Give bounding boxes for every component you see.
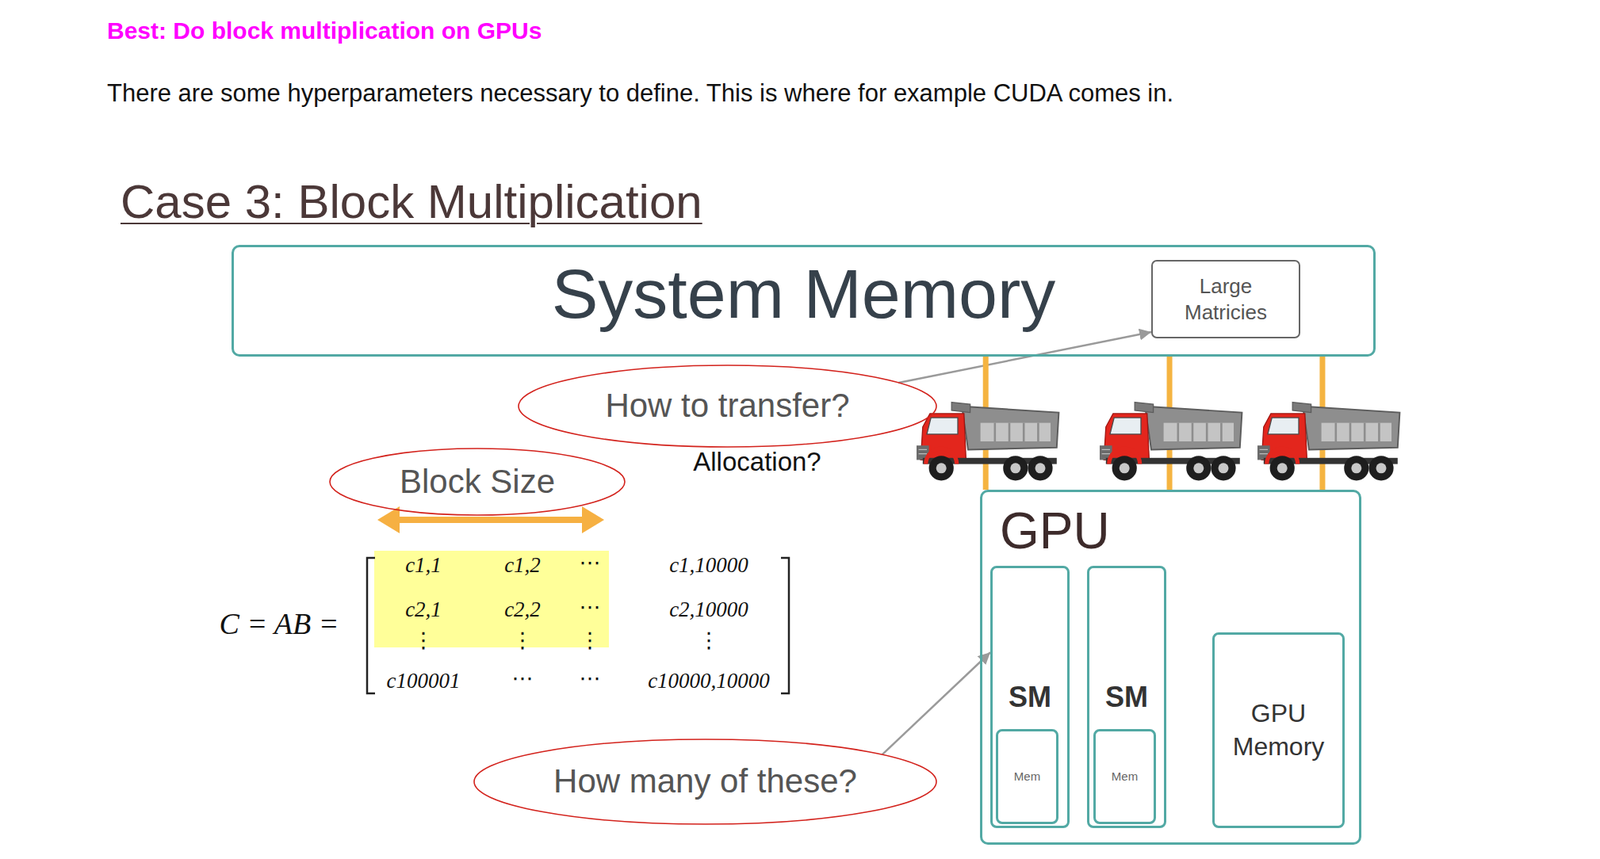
box-title: System Memory	[551, 253, 1057, 334]
matrix-entry: c2,10000	[669, 597, 749, 623]
ellipsis-dots: ⋮	[512, 627, 534, 653]
matrix-entry: c2,1	[405, 597, 442, 623]
box-label: GPU Memory	[1222, 697, 1335, 764]
page-heading: Best: Do block multiplication on GPUs	[107, 17, 542, 46]
question-ellipse: How to transfer?	[518, 365, 937, 448]
equation-text: C = AB =	[219, 607, 340, 643]
box-label: SM	[1008, 681, 1052, 714]
ellipsis-dots: ⋯	[579, 550, 601, 575]
truck-instance	[916, 402, 1059, 482]
gpu-box: GPU SM Mem SM Mem GPU Memory	[979, 489, 1362, 846]
block-size-arrow	[394, 516, 587, 524]
ellipsis-dots: ⋮	[413, 627, 435, 653]
intro-text: There are some hyperparameters necessary…	[107, 79, 1174, 108]
matrix-entry: c2,2	[504, 597, 541, 623]
pointer-arrow	[898, 332, 1152, 383]
box-label: Large Matricies	[1163, 273, 1288, 326]
box-label: SM	[1105, 681, 1149, 714]
ellipsis-dots: ⋮	[579, 627, 601, 653]
mem-box: Mem	[995, 729, 1059, 825]
question-ellipse: Block Size	[329, 448, 625, 516]
ellipse-line	[474, 739, 937, 825]
diagram-title: Case 3: Block Multiplication	[120, 174, 703, 230]
block-size-arrowhead	[581, 506, 605, 534]
question-text: How to transfer?	[604, 386, 850, 425]
ellipsis-dots: ⋯	[579, 666, 601, 691]
matrix-entry: c1,2	[504, 553, 541, 578]
connector-group	[882, 332, 1323, 755]
note-text: Allocation?	[692, 447, 821, 478]
memory-box: System Memory Large Matricies	[231, 244, 1376, 357]
question-text: Block Size	[399, 463, 556, 502]
matrix-bracket	[367, 558, 376, 694]
matrix-entry: c1,1	[405, 553, 442, 578]
ellipsis-dots: ⋯	[579, 594, 601, 620]
question-text: How many of these?	[553, 762, 858, 801]
ellipse-line	[329, 448, 625, 516]
pointer-arrow	[882, 652, 991, 755]
block-size-arrowhead	[377, 506, 400, 534]
ellipsis-dots: ⋮	[698, 627, 720, 653]
box-label: Mem	[1014, 769, 1041, 785]
ellipsis-dots: ⋯	[512, 666, 534, 691]
truck-instance	[1257, 402, 1400, 482]
data-box: Large Matricies	[1151, 260, 1301, 339]
matrix-entry: c10000,10000	[647, 669, 770, 694]
block-highlight	[374, 551, 609, 648]
matrix-bracket	[780, 558, 789, 694]
matrix-entry: c100001	[386, 669, 461, 694]
question-ellipse: How many of these?	[474, 739, 937, 825]
ellipse-line	[518, 365, 937, 448]
matrix-entry: c1,10000	[669, 553, 749, 578]
truck-instance	[1099, 402, 1242, 482]
box-label: Mem	[1111, 769, 1138, 785]
memory-box: GPU Memory	[1212, 632, 1345, 829]
sm-box: SM Mem	[990, 566, 1070, 829]
mem-box: Mem	[1093, 729, 1156, 825]
sm-box: SM Mem	[1087, 566, 1167, 829]
box-title: GPU	[999, 503, 1111, 559]
